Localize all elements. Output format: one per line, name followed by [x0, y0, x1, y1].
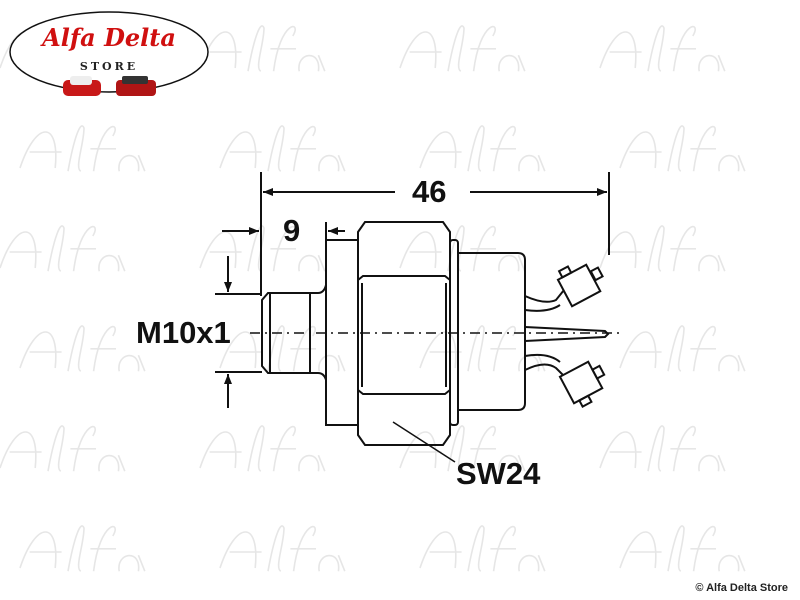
- watermark-mark: [419, 525, 546, 572]
- connector-top: [556, 263, 604, 308]
- watermark-mark: [19, 525, 146, 572]
- svg-text:STORE: STORE: [80, 60, 138, 73]
- svg-text:Alfa Delta: Alfa Delta: [40, 23, 176, 52]
- watermark-mark: [19, 125, 146, 172]
- watermark-mark: [0, 425, 126, 472]
- watermark-mark: [219, 525, 346, 572]
- watermark-mark: [599, 225, 726, 272]
- dimension-9-label: 9: [283, 213, 301, 248]
- watermark-mark: [599, 25, 726, 72]
- connector-bottom: [558, 360, 606, 408]
- watermark-mark: [399, 25, 526, 72]
- watermark-mark: [0, 225, 126, 272]
- watermark-mark: [619, 125, 746, 172]
- store-logo: Alfa Delta STORE: [9, 11, 209, 96]
- dimension-46-label: 46: [412, 174, 447, 209]
- wire-top: [524, 289, 565, 312]
- watermark-mark: [399, 425, 526, 472]
- watermark-mark: [199, 425, 326, 472]
- switch-body: [458, 252, 526, 411]
- thread-label: M10x1: [136, 315, 231, 350]
- watermark-mark: [399, 225, 526, 272]
- copyright-text: © Alfa Delta Store: [695, 582, 788, 594]
- watermark-mark: [599, 425, 726, 472]
- watermark-mark: [619, 325, 746, 372]
- wire-bottom: [524, 353, 567, 379]
- center-pin: [524, 326, 610, 342]
- watermark-mark: [419, 125, 546, 172]
- watermark-mark: [199, 25, 326, 72]
- watermark-mark: [619, 525, 746, 572]
- hex-nut: [357, 221, 451, 446]
- hex-size-label: SW24: [456, 456, 541, 491]
- sw24-leader-line: [392, 421, 456, 463]
- watermark-mark: [219, 125, 346, 172]
- watermark-mark: [19, 325, 146, 372]
